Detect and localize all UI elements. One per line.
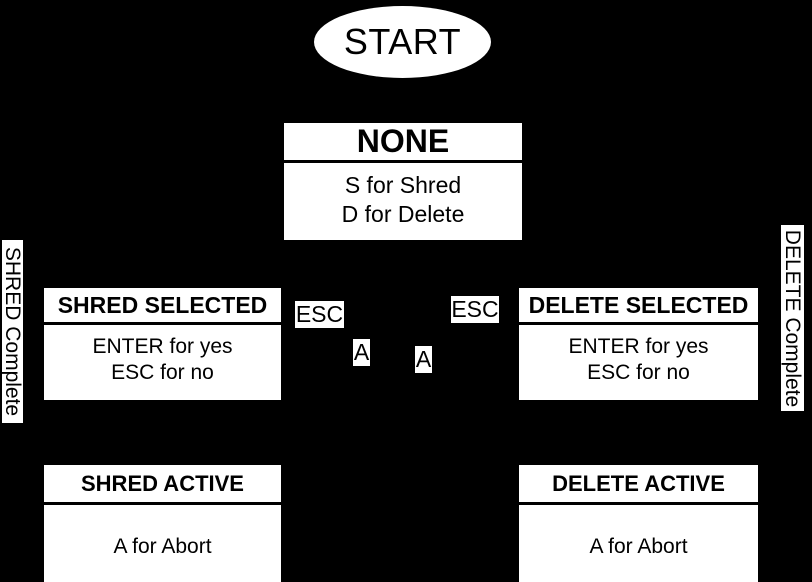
state-line: A for Abort [113,534,212,558]
state-node-delete-selected[interactable]: DELETE SELECTED ENTER for yes ESC for no [519,288,758,400]
state-line: A for Abort [589,534,688,558]
side-label-shred-complete-text: SHRED Complete [2,246,23,417]
edge-label-delete-esc: ESC [451,296,499,323]
state-body-shred-active: A for Abort [44,505,281,582]
state-title-delete-active: DELETE ACTIVE [519,465,758,505]
state-title-shred-selected: SHRED SELECTED [44,288,281,325]
state-node-shred-selected[interactable]: SHRED SELECTED ENTER for yes ESC for no [44,288,281,400]
state-node-none[interactable]: NONE S for Shred D for Delete [284,123,522,240]
state-node-shred-active[interactable]: SHRED ACTIVE A for Abort [44,465,281,582]
state-line: ESC for no [111,360,214,384]
connector-delete-selected-to-active [519,400,522,465]
state-body-shred-selected: ENTER for yes ESC for no [44,325,281,400]
state-body-none: S for Shred D for Delete [284,163,522,240]
connector-start-to-none [401,78,404,123]
edge-label-delete-abort: A [415,346,432,373]
edge-label-shred-abort: A [353,339,370,366]
state-line: ENTER for yes [92,334,233,358]
state-title-delete-selected: DELETE SELECTED [519,288,758,325]
side-label-delete-complete: DELETE Complete [781,225,804,411]
side-label-shred-complete: SHRED Complete [2,240,23,423]
state-body-delete-active: A for Abort [519,505,758,582]
state-line: ESC for no [587,360,690,384]
state-body-delete-selected: ENTER for yes ESC for no [519,325,758,400]
start-node-label: START [343,21,462,62]
state-title-none: NONE [284,123,522,163]
edge-label-shred-esc: ESC [295,301,344,328]
state-line: ENTER for yes [568,334,709,358]
connector-none-to-shred [281,240,284,288]
state-line: S for Shred [344,172,462,199]
state-node-delete-active[interactable]: DELETE ACTIVE A for Abort [519,465,758,582]
state-title-shred-active: SHRED ACTIVE [44,465,281,505]
side-label-delete-complete-text: DELETE Complete [781,229,804,407]
connector-none-to-delete [519,240,522,288]
connector-shred-selected-to-active [281,400,284,465]
state-line: D for Delete [341,200,465,227]
start-node[interactable]: START [314,6,491,78]
